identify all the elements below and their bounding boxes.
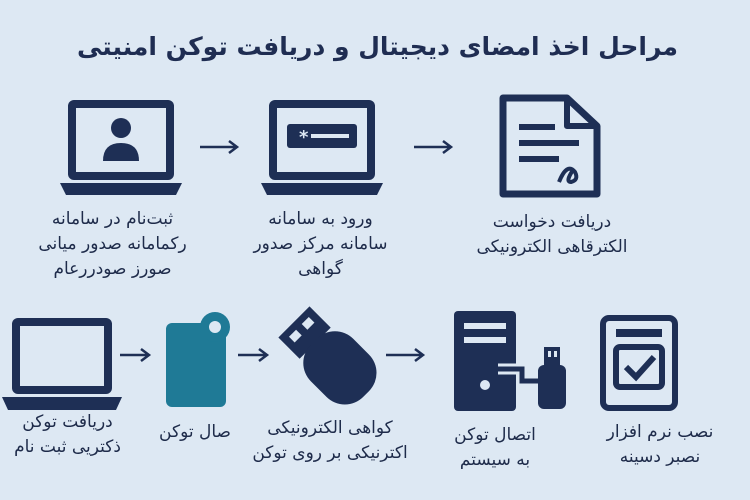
arrow-4-icon xyxy=(236,347,272,363)
computer-usb-icon xyxy=(450,309,572,413)
usb-token-icon xyxy=(275,303,385,409)
token-icon xyxy=(163,311,233,409)
arrow-3-icon xyxy=(118,347,154,363)
arrow-1-icon xyxy=(198,139,242,155)
arrow-2-icon xyxy=(412,139,456,155)
arrow-5-icon xyxy=(384,347,428,363)
laptop-password-icon: * xyxy=(261,97,383,197)
software-install-icon xyxy=(600,315,678,411)
laptop-icon xyxy=(2,315,122,413)
page-title: مراحل اخذ امضای دیجیتال و دریافت توکن ام… xyxy=(76,32,678,61)
laptop-user-icon xyxy=(60,97,182,197)
svg-text:*: * xyxy=(299,127,309,148)
step-5-caption: صال توکن xyxy=(159,422,231,442)
certificate-document-icon xyxy=(497,94,603,198)
